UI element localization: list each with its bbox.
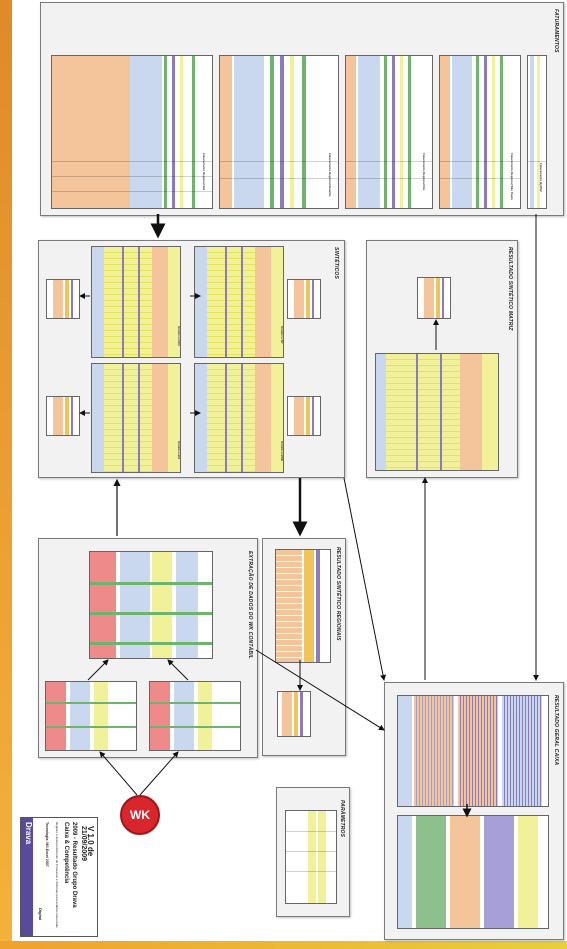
parametros-panel: PARÂMETROS xyxy=(276,787,350,917)
summary-sheet xyxy=(287,279,321,319)
sheet-faturamento-byds2 xyxy=(527,55,547,209)
sheet-faturamento-sao-paulo xyxy=(439,55,521,209)
resultado-sintetico-regionais-panel: RESULTADO SINTÉTICO REGIONAIS xyxy=(262,538,346,756)
extracao-source-sheet xyxy=(149,681,241,751)
extracao-consolidated-sheet xyxy=(89,551,213,659)
title-line-1: 2009 - Resultado Grupo Drava xyxy=(71,822,77,908)
title-box: Drava V 1.0 de 21/09/2009 2009 - Resulta… xyxy=(20,817,98,937)
sheet-resultado-regionais xyxy=(275,549,331,663)
sheet-resultado-geral-detalhe xyxy=(397,815,549,929)
sheet-sintetico-sp xyxy=(194,246,284,358)
sheet-sintetico-bsb xyxy=(194,363,284,473)
summary-sheet xyxy=(417,277,451,319)
title-line-2: Caixa & Competência xyxy=(63,822,69,884)
extracao-source-sheet xyxy=(45,681,137,751)
summary-sheet xyxy=(46,279,80,319)
bottom-edge-bar xyxy=(0,941,567,949)
title-accent-bar xyxy=(21,818,33,936)
sheet-sintetico-rjo xyxy=(91,246,181,358)
summary-sheet xyxy=(277,691,311,737)
sheet-faturamento-bh xyxy=(51,55,213,209)
digital-logo: Digital xyxy=(38,908,43,921)
summary-sheet xyxy=(46,396,80,436)
resultado-sintetico-matriz-panel: RESULTADO SINTÉTICO MATRIZ xyxy=(366,240,518,478)
resultado-geral-caixa-panel: RESULTADO GERAL CAIXA xyxy=(384,682,564,940)
summary-sheet xyxy=(287,396,321,436)
extracao-panel: EXTRAÇÃO DE DADOS DO WK CONTÁBIL xyxy=(38,538,258,758)
brand-label: Drava xyxy=(24,822,33,845)
sheet-resultado-matriz xyxy=(375,353,499,471)
sinteticos-panel: SINTÉTICOS Sintético RJO Sintético SP Si… xyxy=(38,240,345,478)
sheet-faturamento-rio xyxy=(345,55,433,209)
sheet-sintetico-bh xyxy=(91,363,181,473)
wk-logo: WK xyxy=(120,795,160,835)
faturamentos-panel: FATURAMENTOS Faturamento Regional BH Fat… xyxy=(40,2,564,216)
sheet-parametros xyxy=(285,810,337,904)
version-label: V 1.0 de xyxy=(86,826,95,857)
left-edge-bar xyxy=(0,0,12,949)
description-text: Registro e desenvolvimento de Processos … xyxy=(55,822,59,928)
sheet-resultado-geral xyxy=(397,695,549,807)
sheet-faturamento-brasilia xyxy=(219,55,339,209)
date-label: 21/09/2009 xyxy=(80,826,87,862)
technology-text: Tecnologia: MS-Excel 2007 xyxy=(45,822,49,867)
